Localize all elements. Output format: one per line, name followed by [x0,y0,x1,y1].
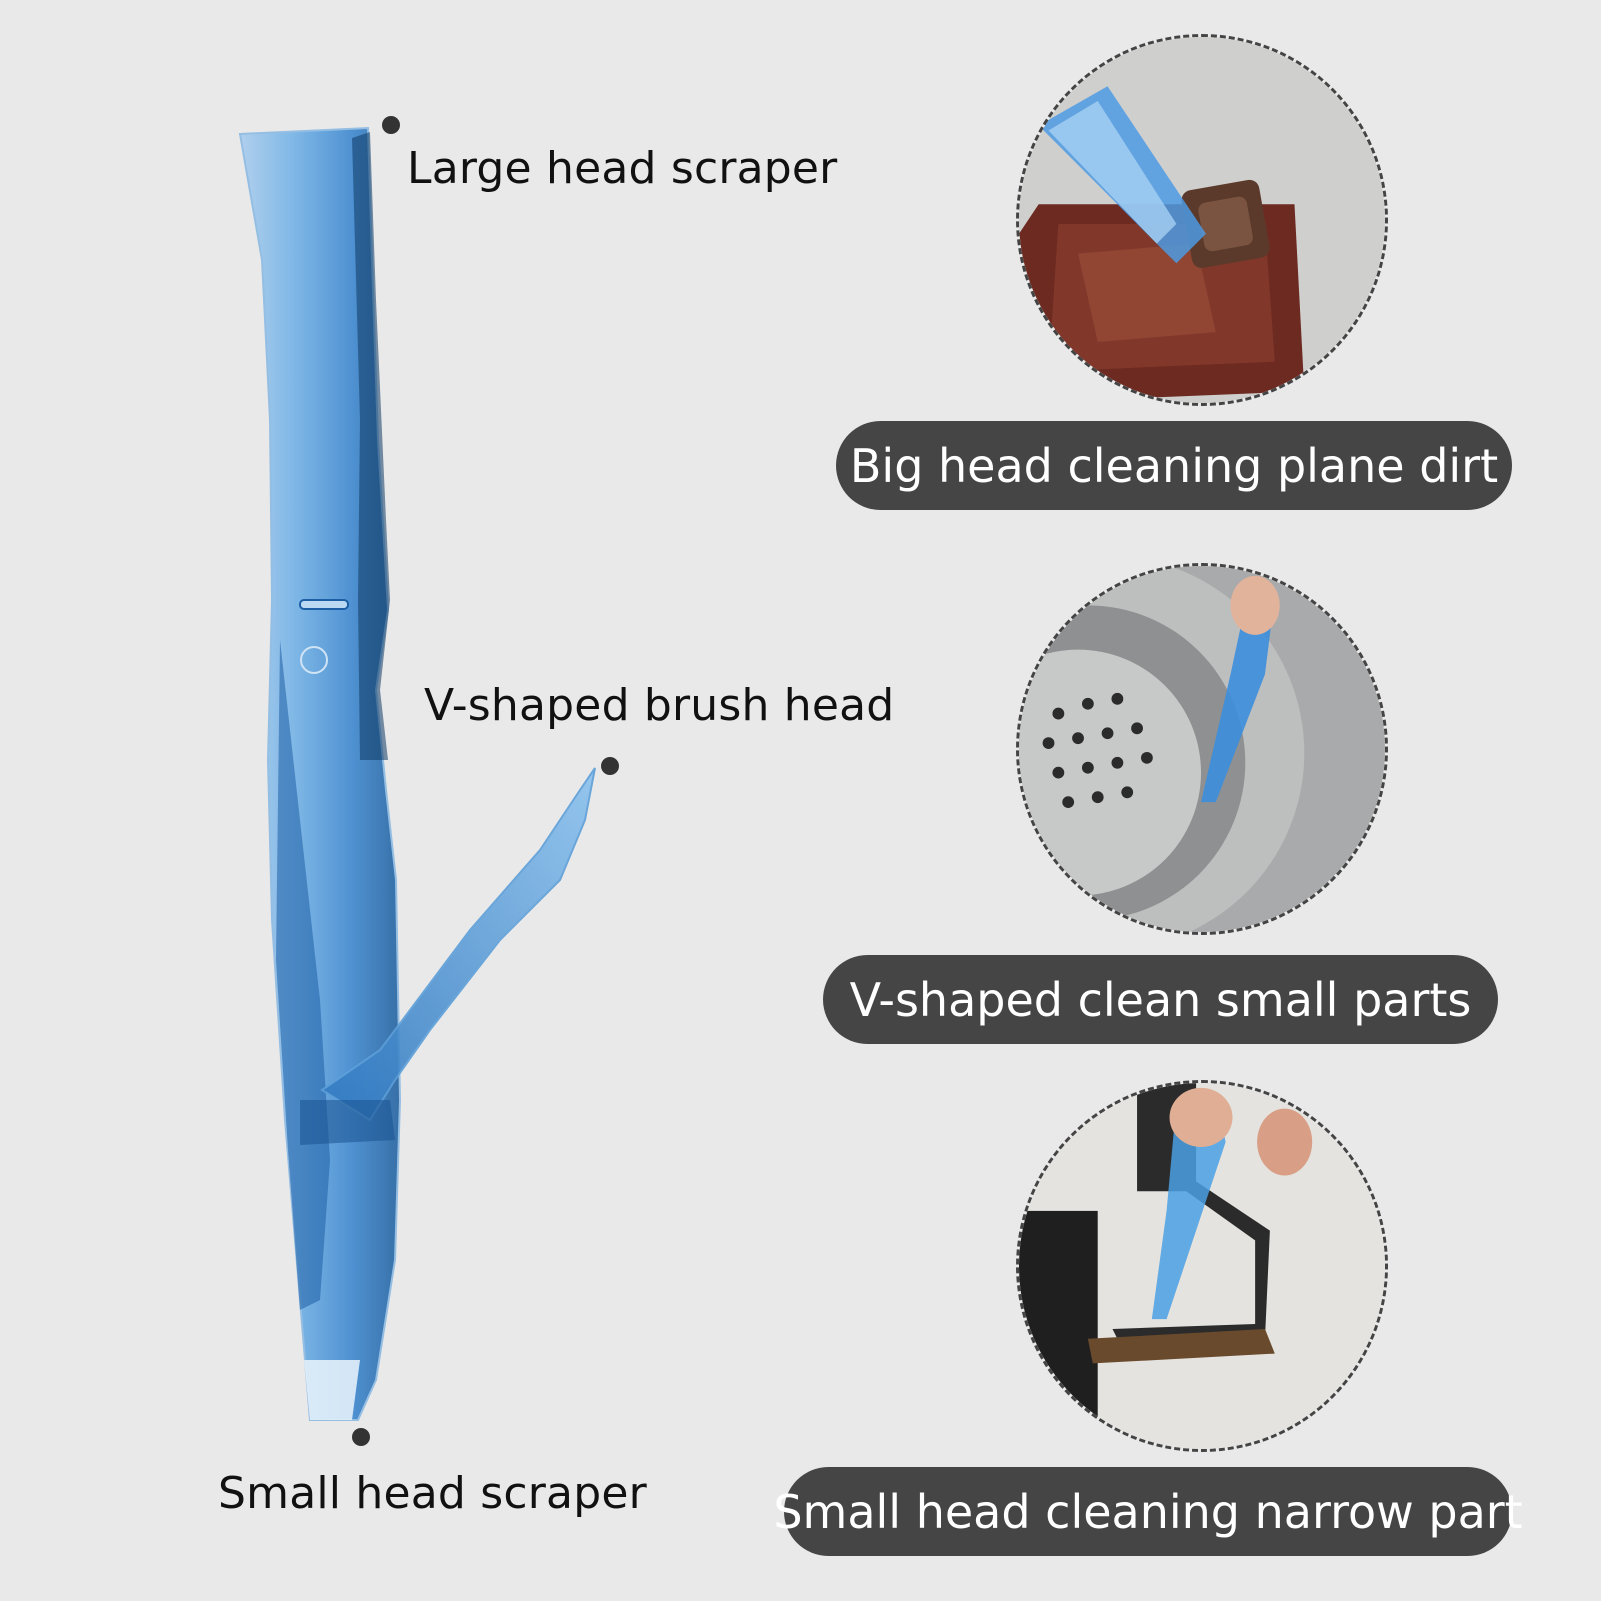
small-head-scraper-label: Small head scraper [218,1468,647,1519]
callout-dot-large [382,116,400,134]
feature-pill-narrow-part: Small head cleaning narrow part [773,1467,1523,1556]
stove-grate-photo [1016,1080,1388,1452]
v-shaped-brush-head-label: V-shaped brush head [424,680,895,731]
callout-dot-v [601,757,619,775]
feature-pill-small-parts: V-shaped clean small parts [823,955,1498,1044]
v-brush-arm [320,767,596,1122]
callout-dot-small [352,1428,370,1446]
feature-pill-plane-dirt: Big head cleaning plane dirt [836,421,1512,510]
plane-dirt-photo [1016,34,1388,406]
large-head-scraper-label: Large head scraper [407,143,838,194]
sink-drain-photo [1016,563,1388,935]
